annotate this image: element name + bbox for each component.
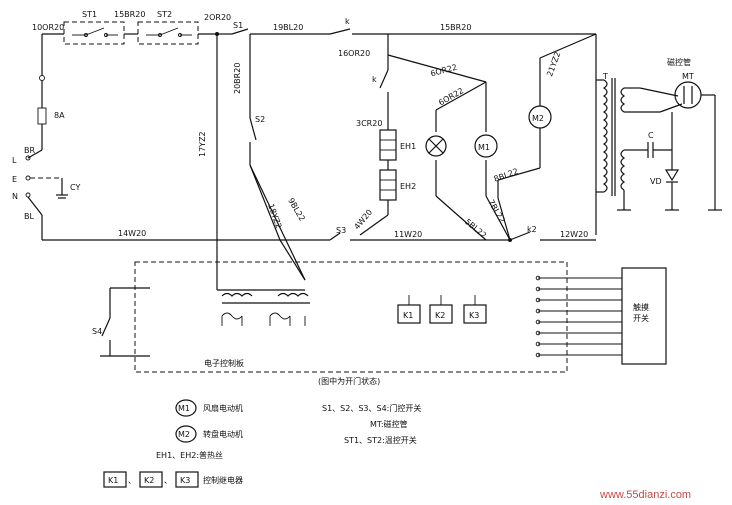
wire-label-20br20: 20BR20 <box>233 63 242 94</box>
transformer-icon <box>596 78 660 211</box>
wire-label-8bl22: 8BL22 <box>493 167 520 184</box>
k-mid-label: k <box>372 75 377 84</box>
wire-label-9bl22: 9BL22 <box>286 197 306 223</box>
lamp-icon <box>425 135 447 157</box>
legend-magnetron: MT:磁控管 <box>370 419 408 429</box>
legend <box>103 399 199 488</box>
s1-label: S1 <box>233 21 243 30</box>
control-board-label: 电子控制板 <box>204 358 244 368</box>
relay-k1 <box>397 295 421 324</box>
br-label: BR <box>24 146 35 155</box>
power-input <box>25 34 330 241</box>
relay-k2-label: K2 <box>435 311 445 320</box>
relay-k2 <box>429 295 453 324</box>
relay-k3 <box>463 295 487 324</box>
relay-k1-label: K1 <box>403 311 413 320</box>
s4-label: S4 <box>92 327 102 336</box>
legend-m1-text: 风扇电动机 <box>203 403 243 413</box>
wire-label-16or20: 16OR20 <box>338 49 370 58</box>
st1-label: ST1 <box>82 10 97 19</box>
wire-label-3cr20: 3CR20 <box>356 119 382 128</box>
wire-label-17yz2: 17YZ2 <box>198 131 207 157</box>
legend-m2-symbol: M2 <box>178 430 190 439</box>
wire-label-7bl22: 7BL22 <box>486 198 506 224</box>
legend-k1-symbol: K1 <box>108 476 118 485</box>
legend-door-switches: S1、S2、S3、S4:门控开关 <box>322 403 421 413</box>
c-label: C <box>648 131 654 140</box>
control-board <box>100 261 622 373</box>
wire-label-19bl20: 19BL20 <box>273 23 303 32</box>
motor-m2-icon <box>528 105 552 129</box>
e-label: E <box>12 175 17 184</box>
watermark: www.55dianzi.com <box>599 489 691 501</box>
heater-branch <box>359 34 397 236</box>
st2-label: ST2 <box>157 10 172 19</box>
door-state-note: (图中为开门状态) <box>318 376 380 386</box>
heater-eh2-icon <box>379 169 397 201</box>
k-top-label: k <box>345 17 350 26</box>
legend-relay-text: 控制继电器 <box>203 475 243 485</box>
touch-switch-box <box>621 267 667 365</box>
top-wires <box>42 28 597 235</box>
magnetron-title: 磁控管 <box>667 57 691 67</box>
m1-label: M1 <box>478 143 490 152</box>
left-branch <box>216 34 306 290</box>
diode-icon <box>664 112 680 211</box>
touch-switch-label: 触摸开关 <box>633 302 649 323</box>
fuse-label: 8A <box>54 111 65 120</box>
magnetron-icon <box>639 81 722 211</box>
wire-label-15br20-right: 15BR20 <box>440 23 471 32</box>
wire-label-15br20-top: 15BR20 <box>114 10 145 19</box>
thermal-switch-st2 <box>137 21 199 45</box>
cy-label: CY <box>70 183 80 192</box>
wire-label-6or22-b: 6OR22 <box>437 86 465 107</box>
legend-m1-symbol: M1 <box>178 404 190 413</box>
eh2-label: EH2 <box>400 182 416 191</box>
motor-branch <box>387 33 597 241</box>
legend-k-separator-1: 、 <box>128 476 136 485</box>
legend-heater-text: EH1、EH2:普热丝 <box>156 450 223 460</box>
wire-label-5bl22: 5BL22 <box>463 217 488 240</box>
k2-label: k2 <box>527 225 537 234</box>
m2-label: M2 <box>532 114 544 123</box>
wire-label-6or22-a: 6OR22 <box>430 63 459 79</box>
bottom-wires <box>329 231 596 242</box>
eh1-label: EH1 <box>400 142 416 151</box>
heater-eh1-icon <box>379 129 397 161</box>
legend-m2-text: 转盘电动机 <box>203 429 243 439</box>
thermal-switch-st1 <box>63 21 125 45</box>
wire-label-2or20: 2OR20 <box>204 13 231 22</box>
vd-label: VD <box>650 177 662 186</box>
legend-k3-symbol: K3 <box>180 476 190 485</box>
l-label: L <box>12 156 17 165</box>
capacitor-icon <box>640 142 672 158</box>
legend-k-separator-2: 、 <box>164 476 172 485</box>
wire-label-11w20: 11W20 <box>394 230 422 239</box>
n-label: N <box>12 192 18 201</box>
wire-label-18yz2: 18YZ2 <box>266 203 283 230</box>
legend-k2-symbol: K2 <box>144 476 154 485</box>
bl-label: BL <box>24 212 34 221</box>
legend-thermal-switches: ST1、ST2:温控开关 <box>344 435 417 445</box>
relay-k3-label: K3 <box>469 311 479 320</box>
fuse-icon <box>37 107 47 125</box>
s2-label: S2 <box>255 115 265 124</box>
wire-label-12w20: 12W20 <box>560 230 588 239</box>
mt-label: MT <box>682 72 694 81</box>
wire-label-14w20: 14W20 <box>118 229 146 238</box>
s3-label: S3 <box>336 226 346 235</box>
motor-m1-icon <box>474 134 498 158</box>
wire-label-10or20: 10OR20 <box>32 23 64 32</box>
t-label: T <box>602 72 608 81</box>
